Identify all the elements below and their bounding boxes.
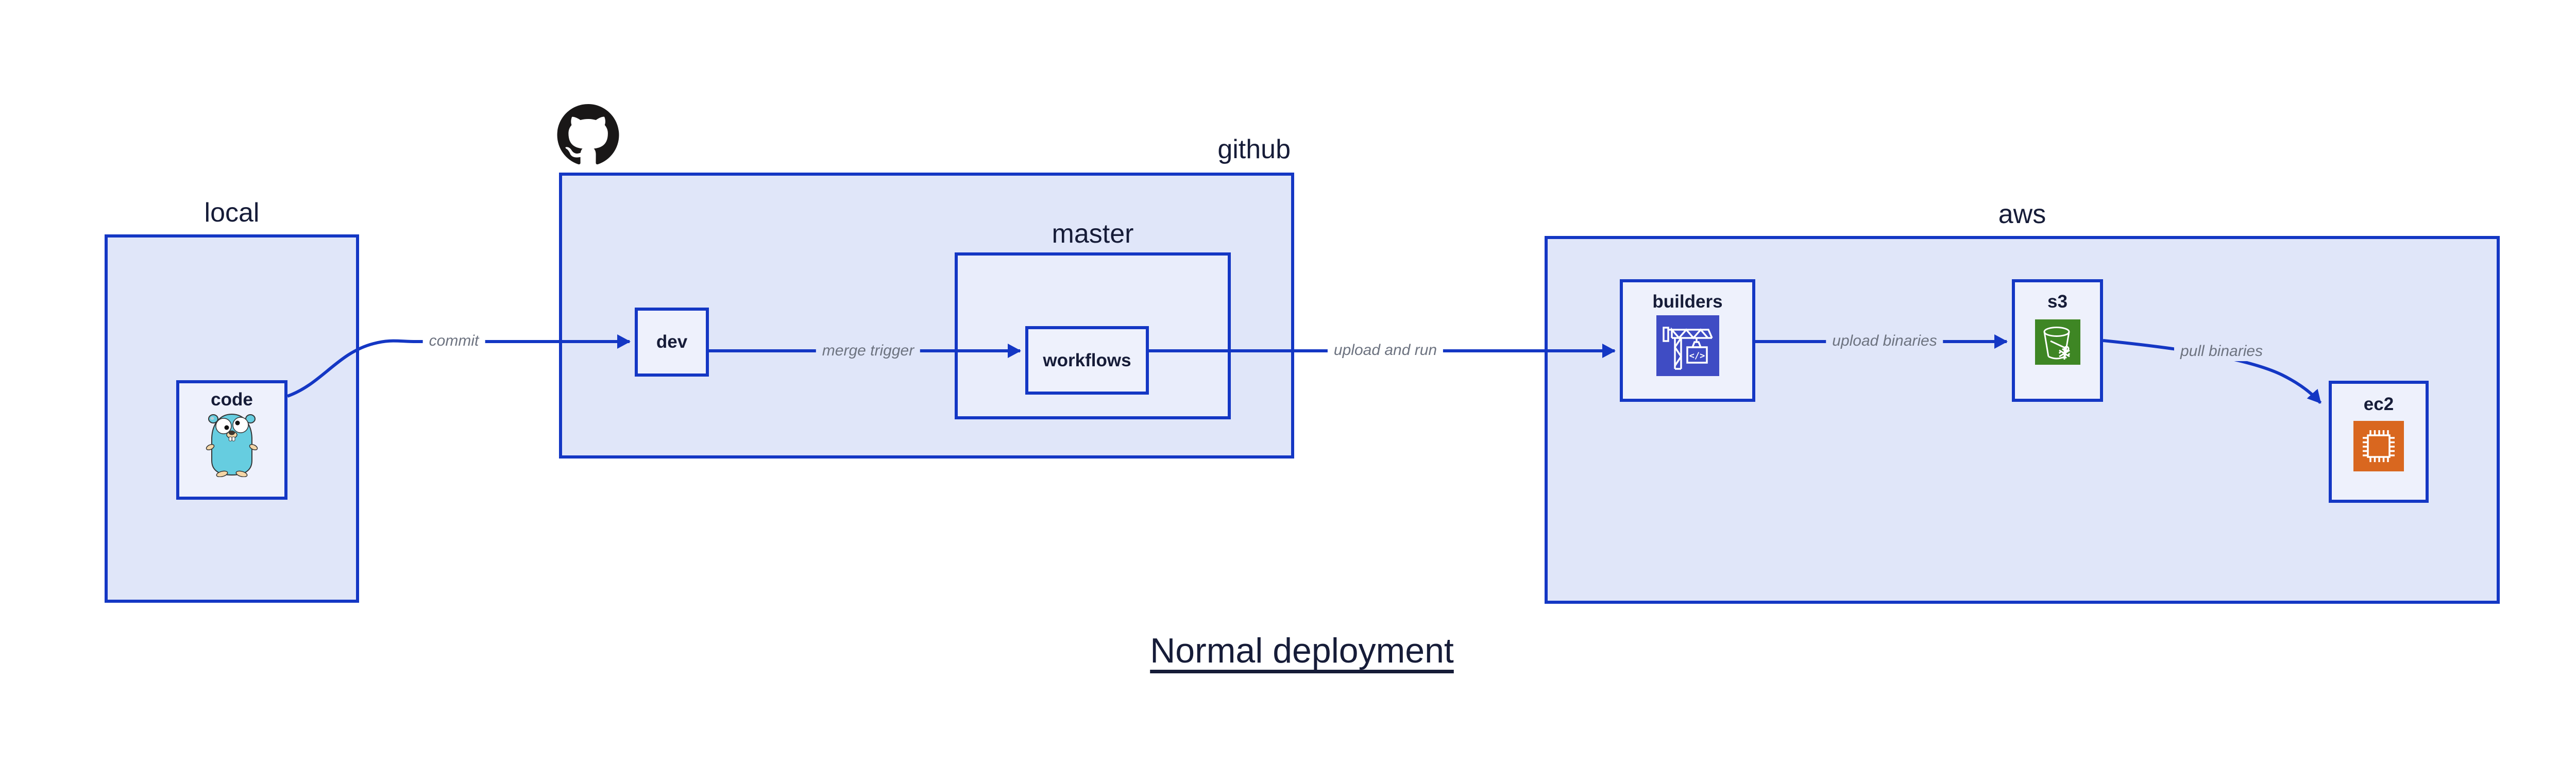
github-section-label: github (1217, 134, 1291, 164)
edge-merge-trigger-label: merge trigger (816, 341, 921, 361)
svg-text:</>: </> (1689, 351, 1705, 361)
ec2-node-label: ec2 (2363, 394, 2394, 414)
workflows-node-box: workflows (1025, 326, 1149, 395)
workflows-node-label: workflows (1043, 350, 1131, 370)
code-node-box: code (176, 380, 287, 500)
builders-node-label: builders (1652, 292, 1723, 312)
edge-pull-binaries-label: pull binaries (2174, 342, 2269, 361)
aws-section-label: aws (1998, 199, 2046, 229)
dev-branch-label: dev (656, 332, 688, 352)
local-section-label: local (204, 198, 260, 228)
aws-codebuild-icon: </> (1656, 315, 1719, 379)
edge-commit-label: commit (422, 331, 485, 351)
builders-node-box: builders </> (1620, 279, 1755, 402)
aws-ec2-chip-icon (2353, 421, 2404, 474)
dev-branch-box: dev (635, 308, 709, 377)
master-branch-label: master (1052, 219, 1134, 249)
aws-s3-bucket-icon (2035, 319, 2080, 367)
diagram-title: Normal deployment (1150, 631, 1454, 670)
code-node-label: code (211, 389, 253, 410)
ec2-node-box: ec2 (2329, 381, 2429, 503)
edge-upload-binaries-label: upload binaries (1826, 331, 1943, 351)
s3-node-box: s3 (2012, 279, 2103, 402)
s3-node-label: s3 (2047, 292, 2067, 312)
github-octocat-icon (556, 104, 620, 168)
go-gopher-icon (205, 411, 259, 480)
edge-upload-and-run-label: upload and run (1327, 341, 1444, 360)
